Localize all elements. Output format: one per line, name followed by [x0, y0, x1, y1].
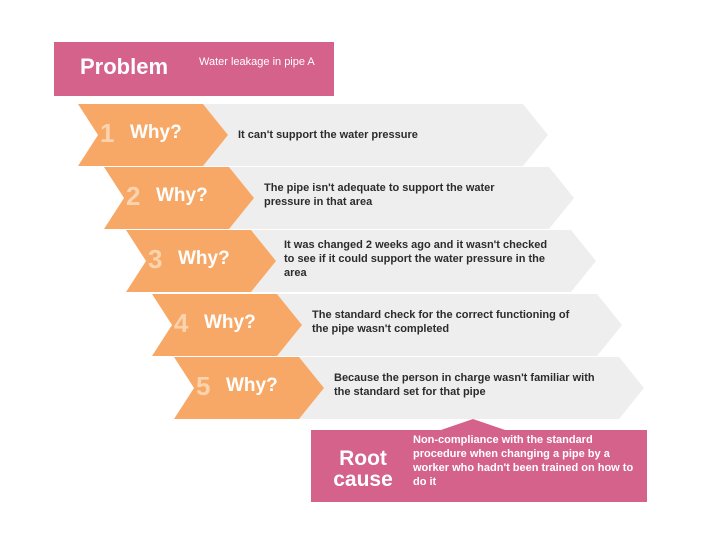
why-row-1: 1 Why? It can't support the water pressu…: [78, 104, 578, 166]
why-answer: It can't support the water pressure: [238, 129, 418, 141]
why-number: 3: [148, 244, 163, 274]
why-chevron: [104, 167, 254, 229]
answer-background: [277, 294, 622, 356]
why-label: Why?: [130, 122, 182, 143]
why-row-5: 5 Why? Because the person in charge wasn…: [174, 357, 674, 419]
root-cause-label: Root cause: [333, 447, 393, 491]
why-answer: It was changed 2 weeks ago and it wasn't…: [284, 239, 548, 279]
root-cause-text: Non-compliance with the standard procedu…: [413, 434, 634, 488]
why-answer: Because the person in charge wasn't fami…: [334, 372, 595, 398]
why-chevron: [152, 294, 302, 356]
why-number: 1: [100, 118, 115, 148]
answer-background: [203, 104, 548, 166]
why-label: Why?: [226, 375, 278, 396]
why-arrow-4: [152, 294, 622, 356]
why-chevron: [78, 104, 228, 166]
why-chevron: [174, 357, 324, 419]
root-cause-box: Root cause Non-compliance with the stand…: [311, 430, 647, 502]
root-cause-pointer: [438, 419, 508, 431]
problem-text: Water leakage in pipe A: [199, 56, 315, 68]
problem-box: Problem Water leakage in pipe A: [54, 42, 334, 96]
why-number: 2: [126, 181, 141, 211]
why-row-2: 2 Why? The pipe isn't adequate to suppor…: [104, 167, 604, 229]
why-answer: The standard check for the correct funct…: [312, 309, 570, 335]
answer-background: [299, 357, 644, 419]
answer-background: [251, 230, 596, 292]
why-arrow-5: [174, 357, 644, 419]
problem-label: Problem: [80, 54, 169, 79]
why-arrow-2: [104, 167, 574, 229]
why-arrow-3: [126, 230, 596, 292]
why-label: Why?: [204, 312, 256, 333]
why-chevron: [126, 230, 276, 292]
why-answer: The pipe isn't adequate to support the w…: [264, 182, 495, 208]
answer-background: [229, 167, 574, 229]
why-row-3: 3 Why? It was changed 2 weeks ago and it…: [126, 230, 626, 292]
why-number: 4: [174, 308, 189, 338]
why-row-4: 4 Why? The standard check for the correc…: [152, 294, 652, 356]
why-arrow-1: [78, 104, 548, 166]
why-label: Why?: [178, 248, 230, 269]
why-label: Why?: [156, 185, 208, 206]
why-number: 5: [196, 371, 211, 401]
